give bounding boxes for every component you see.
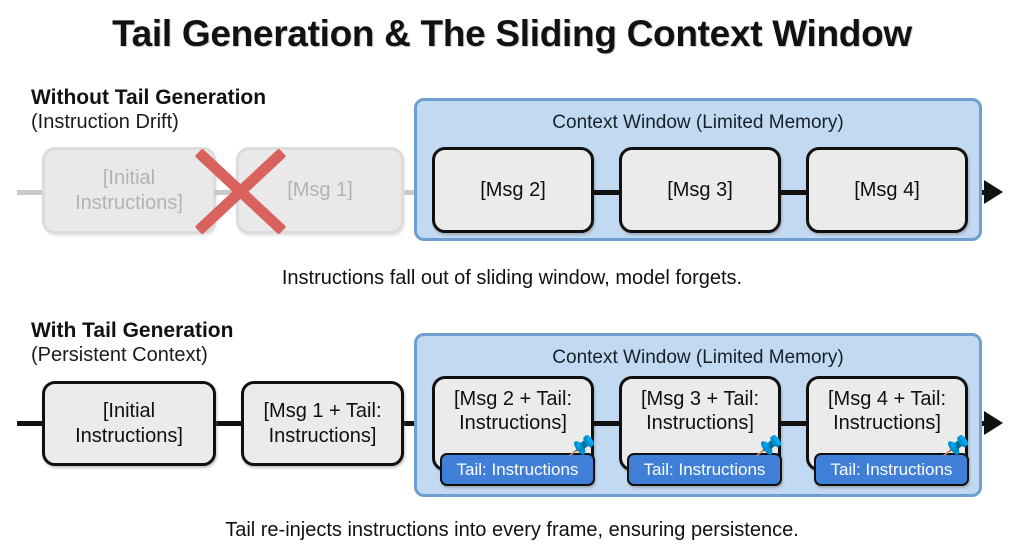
tail-badge-msg-4[interactable]: Tail: Instructions [814,453,969,486]
message-box-msg-4[interactable]: [Msg 4] [806,147,968,233]
flow-arrow-head-row2 [984,411,1003,435]
message-box-label: [Msg 3] [667,178,733,201]
dropped-box-initial-instructions: [Initial Instructions] [42,147,216,234]
message-box-initial-instructions[interactable]: [Initial Instructions] [42,381,216,466]
dropped-box-label: [Initial Instructions] [75,167,183,214]
flow-arrow-head-row1 [984,180,1003,204]
tail-badge-label: Tail: Instructions [643,459,766,479]
section-heading: Without Tail Generation [31,86,267,109]
message-box-label: [Msg 2 + Tail: Instructions] [453,388,573,435]
pushpin-icon: 📌 [940,432,972,461]
tail-badge-label: Tail: Instructions [456,459,579,479]
message-box-label: [Msg 4 + Tail: Instructions] [827,388,947,435]
connector-faded-row1 [214,190,239,195]
pushpin-icon: 📌 [566,432,598,461]
tail-badge-msg-2[interactable]: Tail: Instructions [440,453,595,486]
context-window-title: Context Window (Limited Memory) [552,112,844,133]
message-box-msg-1-tail[interactable]: [Msg 1 + Tail: Instructions] [241,381,404,466]
section-heading: With Tail Generation [31,319,234,342]
pushpin-icon: 📌 [753,432,785,461]
message-box-label: [Msg 2] [480,178,546,201]
caption-without-tail: Instructions fall out of sliding window,… [281,267,743,289]
section-subheading: (Instruction Drift) [31,110,179,133]
message-box-label: [Initial Instructions] [75,400,183,447]
message-box-label: [Msg 4] [854,178,920,201]
context-window-title: Context Window (Limited Memory) [552,347,844,368]
section-label-without-tail: Without Tail Generation (Instruction Dri… [31,86,266,134]
message-box-msg-2[interactable]: [Msg 2] [432,147,594,233]
section-subheading: (Persistent Context) [31,343,208,366]
section-label-with-tail: With Tail Generation (Persistent Context… [31,319,233,367]
dropped-box-label: [Msg 1] [287,179,353,202]
connector-row2-a [591,421,621,426]
tail-badge-label: Tail: Instructions [830,459,953,479]
message-box-label: [Msg 1 + Tail: Instructions] [263,400,382,447]
message-box-msg-3[interactable]: [Msg 3] [619,147,781,233]
connector-row1-a [591,190,621,195]
tail-badge-msg-3[interactable]: Tail: Instructions [627,453,782,486]
connector-row1-b [778,190,808,195]
red-x-icon [183,133,298,248]
connector-row2-b [778,421,808,426]
page-title: Tail Generation & The Sliding Context Wi… [112,13,912,54]
caption-with-tail: Tail re-injects instructions into every … [225,519,799,541]
message-box-label: [Msg 3 + Tail: Instructions] [640,388,760,435]
